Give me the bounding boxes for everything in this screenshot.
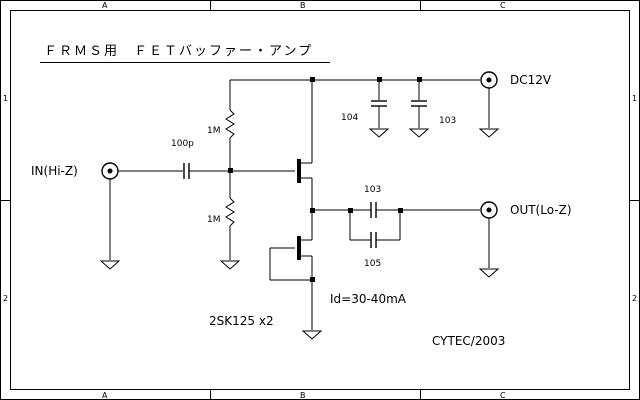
rail-node-1 — [310, 77, 315, 82]
resistor-bottom — [225, 197, 235, 227]
output-terminal — [480, 201, 498, 219]
zone-col-a-top: A — [102, 1, 108, 10]
zone-row-1-left: 1 — [3, 94, 8, 103]
input-ground-symbol — [99, 260, 121, 270]
coupling-capacitor — [183, 163, 190, 179]
inner-border — [10, 10, 630, 390]
bypass-capacitor-103-label: 103 — [439, 116, 456, 126]
resistor-ground-symbol — [219, 260, 241, 270]
upper-fet — [297, 80, 313, 236]
bypass-cap-104-ground — [368, 128, 390, 138]
zone-col-b-bottom: B — [300, 391, 306, 400]
drain-current-label: Id=30-40mA — [330, 292, 407, 306]
fet-part-label: 2SK125 x2 — [209, 314, 274, 328]
supply-ground-symbol — [478, 128, 500, 138]
zone-col-c-top: C — [500, 1, 506, 10]
diagram-title: ＦＲＭＳ用 ＦＥＴバッファー・アンプ — [44, 44, 313, 59]
resistor-top-label: 1M — [207, 126, 221, 136]
output-ground-symbol — [478, 268, 500, 278]
credit-label: CYTEC/2003 — [432, 334, 505, 348]
output-capacitor-105 — [370, 232, 377, 248]
resistor-bottom-label: 1M — [207, 215, 221, 225]
supply-terminal — [480, 71, 498, 89]
zone-col-b-top: B — [300, 1, 306, 10]
bypass-capacitor-104-label: 104 — [341, 113, 358, 123]
output-capacitor-105-label: 105 — [364, 259, 381, 269]
bypass-capacitor-104 — [371, 100, 387, 107]
rail-node-3 — [417, 77, 422, 82]
zone-row-2-left: 2 — [3, 294, 8, 303]
zone-row-1-right: 1 — [632, 94, 637, 103]
input-label: IN(Hi-Z) — [31, 164, 78, 178]
output-capacitor-103-label: 103 — [364, 185, 381, 195]
lower-fet-source-node — [310, 277, 315, 282]
rail-node-2 — [377, 77, 382, 82]
zone-col-c-bottom: C — [500, 391, 506, 400]
supply-label: DC12V — [510, 73, 552, 87]
coupling-capacitor-label: 100p — [171, 139, 194, 149]
bypass-cap-103-ground — [408, 128, 430, 138]
lower-fet — [269, 236, 313, 330]
bypass-capacitor-103 — [411, 100, 427, 107]
input-terminal — [101, 162, 119, 180]
output-capacitor-103 — [370, 202, 377, 218]
resistor-top — [225, 109, 235, 139]
zone-col-a-bottom: A — [102, 391, 108, 400]
lower-fet-ground-symbol — [301, 330, 323, 340]
zone-row-2-right: 2 — [632, 294, 637, 303]
output-label: OUT(Lo-Z) — [510, 203, 572, 217]
